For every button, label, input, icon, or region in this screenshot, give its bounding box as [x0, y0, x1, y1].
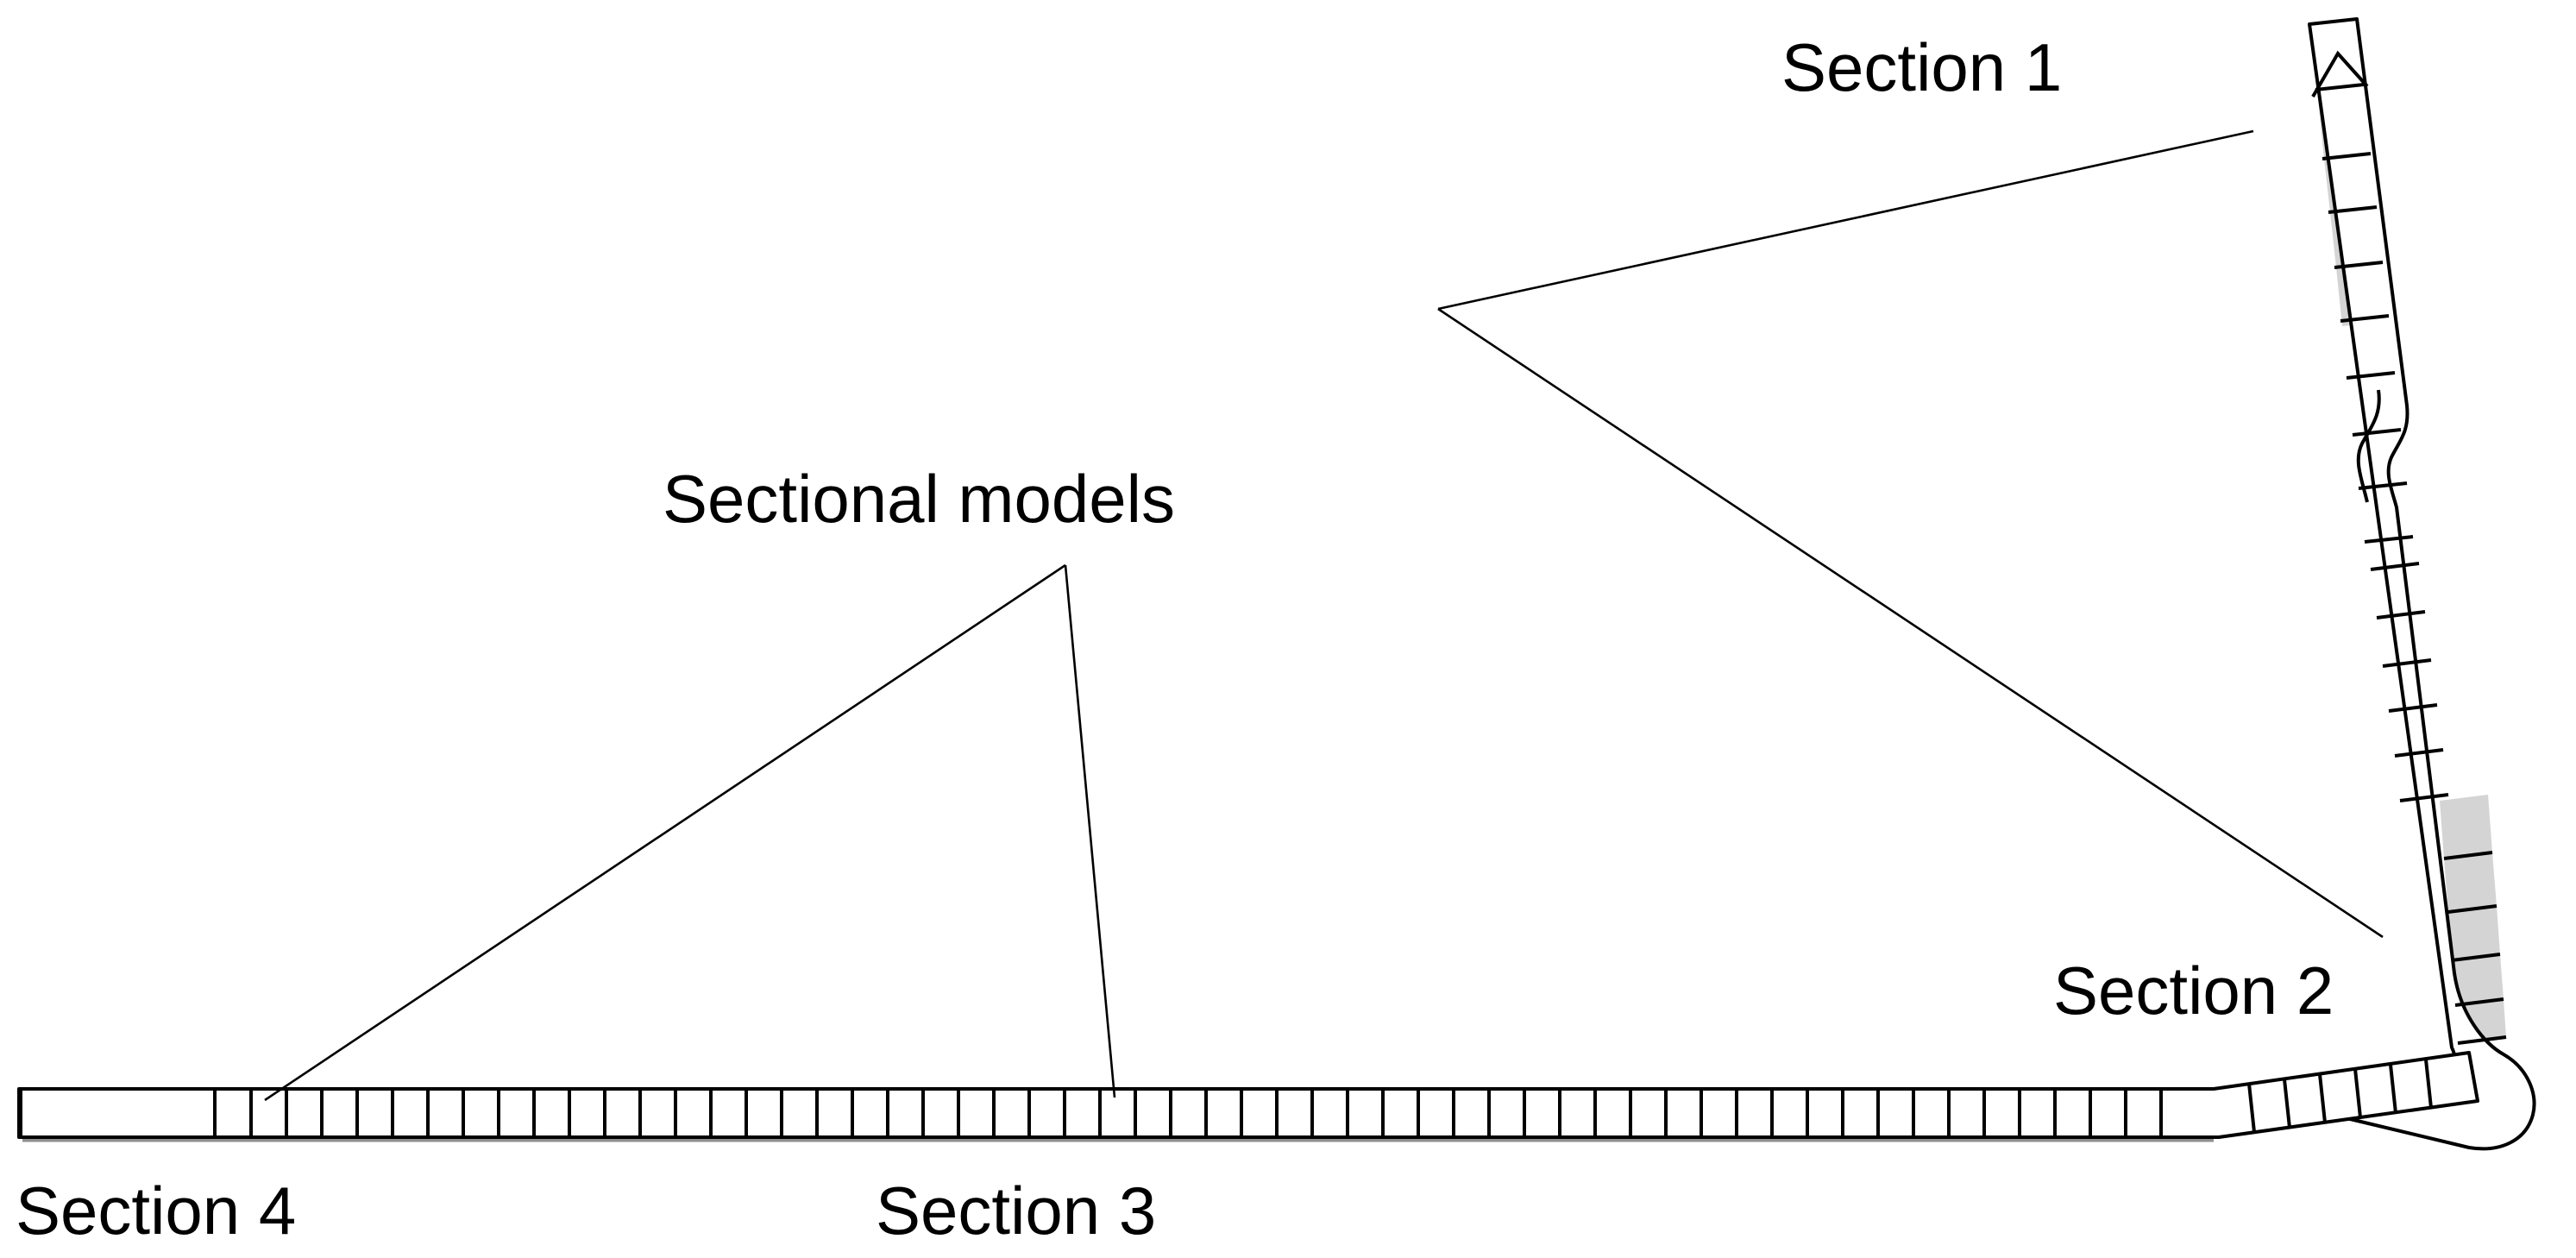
leader-line-to-section-2 — [1437, 307, 2384, 939]
label-section-3: Section 3 — [876, 1173, 1156, 1249]
rib — [2382, 658, 2432, 668]
horizontal-beam-ribs — [213, 1091, 2163, 1137]
rib — [2454, 997, 2504, 1007]
horizontal-beam-group — [17, 1051, 2479, 1142]
s-notch-icon — [2356, 389, 2381, 503]
vertical-beam-ribs-upper — [2315, 83, 2414, 544]
rib — [2399, 793, 2449, 802]
rib — [2370, 562, 2420, 571]
vertical-beam-ribs-middle — [2370, 562, 2449, 802]
vertical-beam-group — [2308, 17, 2536, 1151]
rib — [2328, 205, 2378, 214]
label-sectional-models: Sectional models — [663, 461, 1175, 537]
rib — [2340, 314, 2390, 323]
rib — [2334, 261, 2384, 269]
rib — [2364, 535, 2414, 544]
rib — [2443, 851, 2493, 860]
horizontal-beam-outline — [17, 1051, 2479, 1139]
leader-line-to-section-3 — [1064, 564, 1116, 1098]
rib — [2457, 1035, 2507, 1045]
rib — [2315, 83, 2365, 91]
rib — [2424, 1059, 2433, 1109]
rib — [2388, 703, 2438, 713]
rib — [2352, 428, 2402, 437]
section-2-cell — [2448, 906, 2500, 960]
rib — [2247, 1083, 2256, 1133]
rib — [2451, 953, 2501, 962]
leader-lines-group — [264, 129, 2384, 1102]
rib — [2389, 1064, 2397, 1114]
rib — [2346, 371, 2396, 380]
vertical-beam-ribs-lower — [2443, 851, 2507, 1045]
section-2-cell — [2440, 795, 2492, 859]
label-section-2: Section 2 — [2053, 953, 2334, 1028]
section-2-cell — [2444, 852, 2497, 912]
label-section-4: Section 4 — [16, 1173, 296, 1249]
rib — [2322, 152, 2372, 160]
rib — [2376, 610, 2426, 620]
rib — [2283, 1079, 2291, 1129]
horizontal-beam-ribs-bent — [2247, 1059, 2433, 1133]
rib — [2447, 904, 2497, 914]
rib — [2353, 1068, 2362, 1118]
leader-line-to-section-1 — [1437, 129, 2254, 311]
peak-divider-icon — [2311, 50, 2369, 98]
section-2-cell — [2452, 954, 2504, 1005]
section-2-shaded-cells — [2440, 795, 2506, 1043]
rib — [2318, 1073, 2327, 1123]
rib — [2394, 748, 2444, 758]
leader-line-to-section-4 — [264, 563, 1066, 1102]
label-section-1: Section 1 — [1781, 29, 2062, 105]
rib — [2358, 481, 2408, 490]
